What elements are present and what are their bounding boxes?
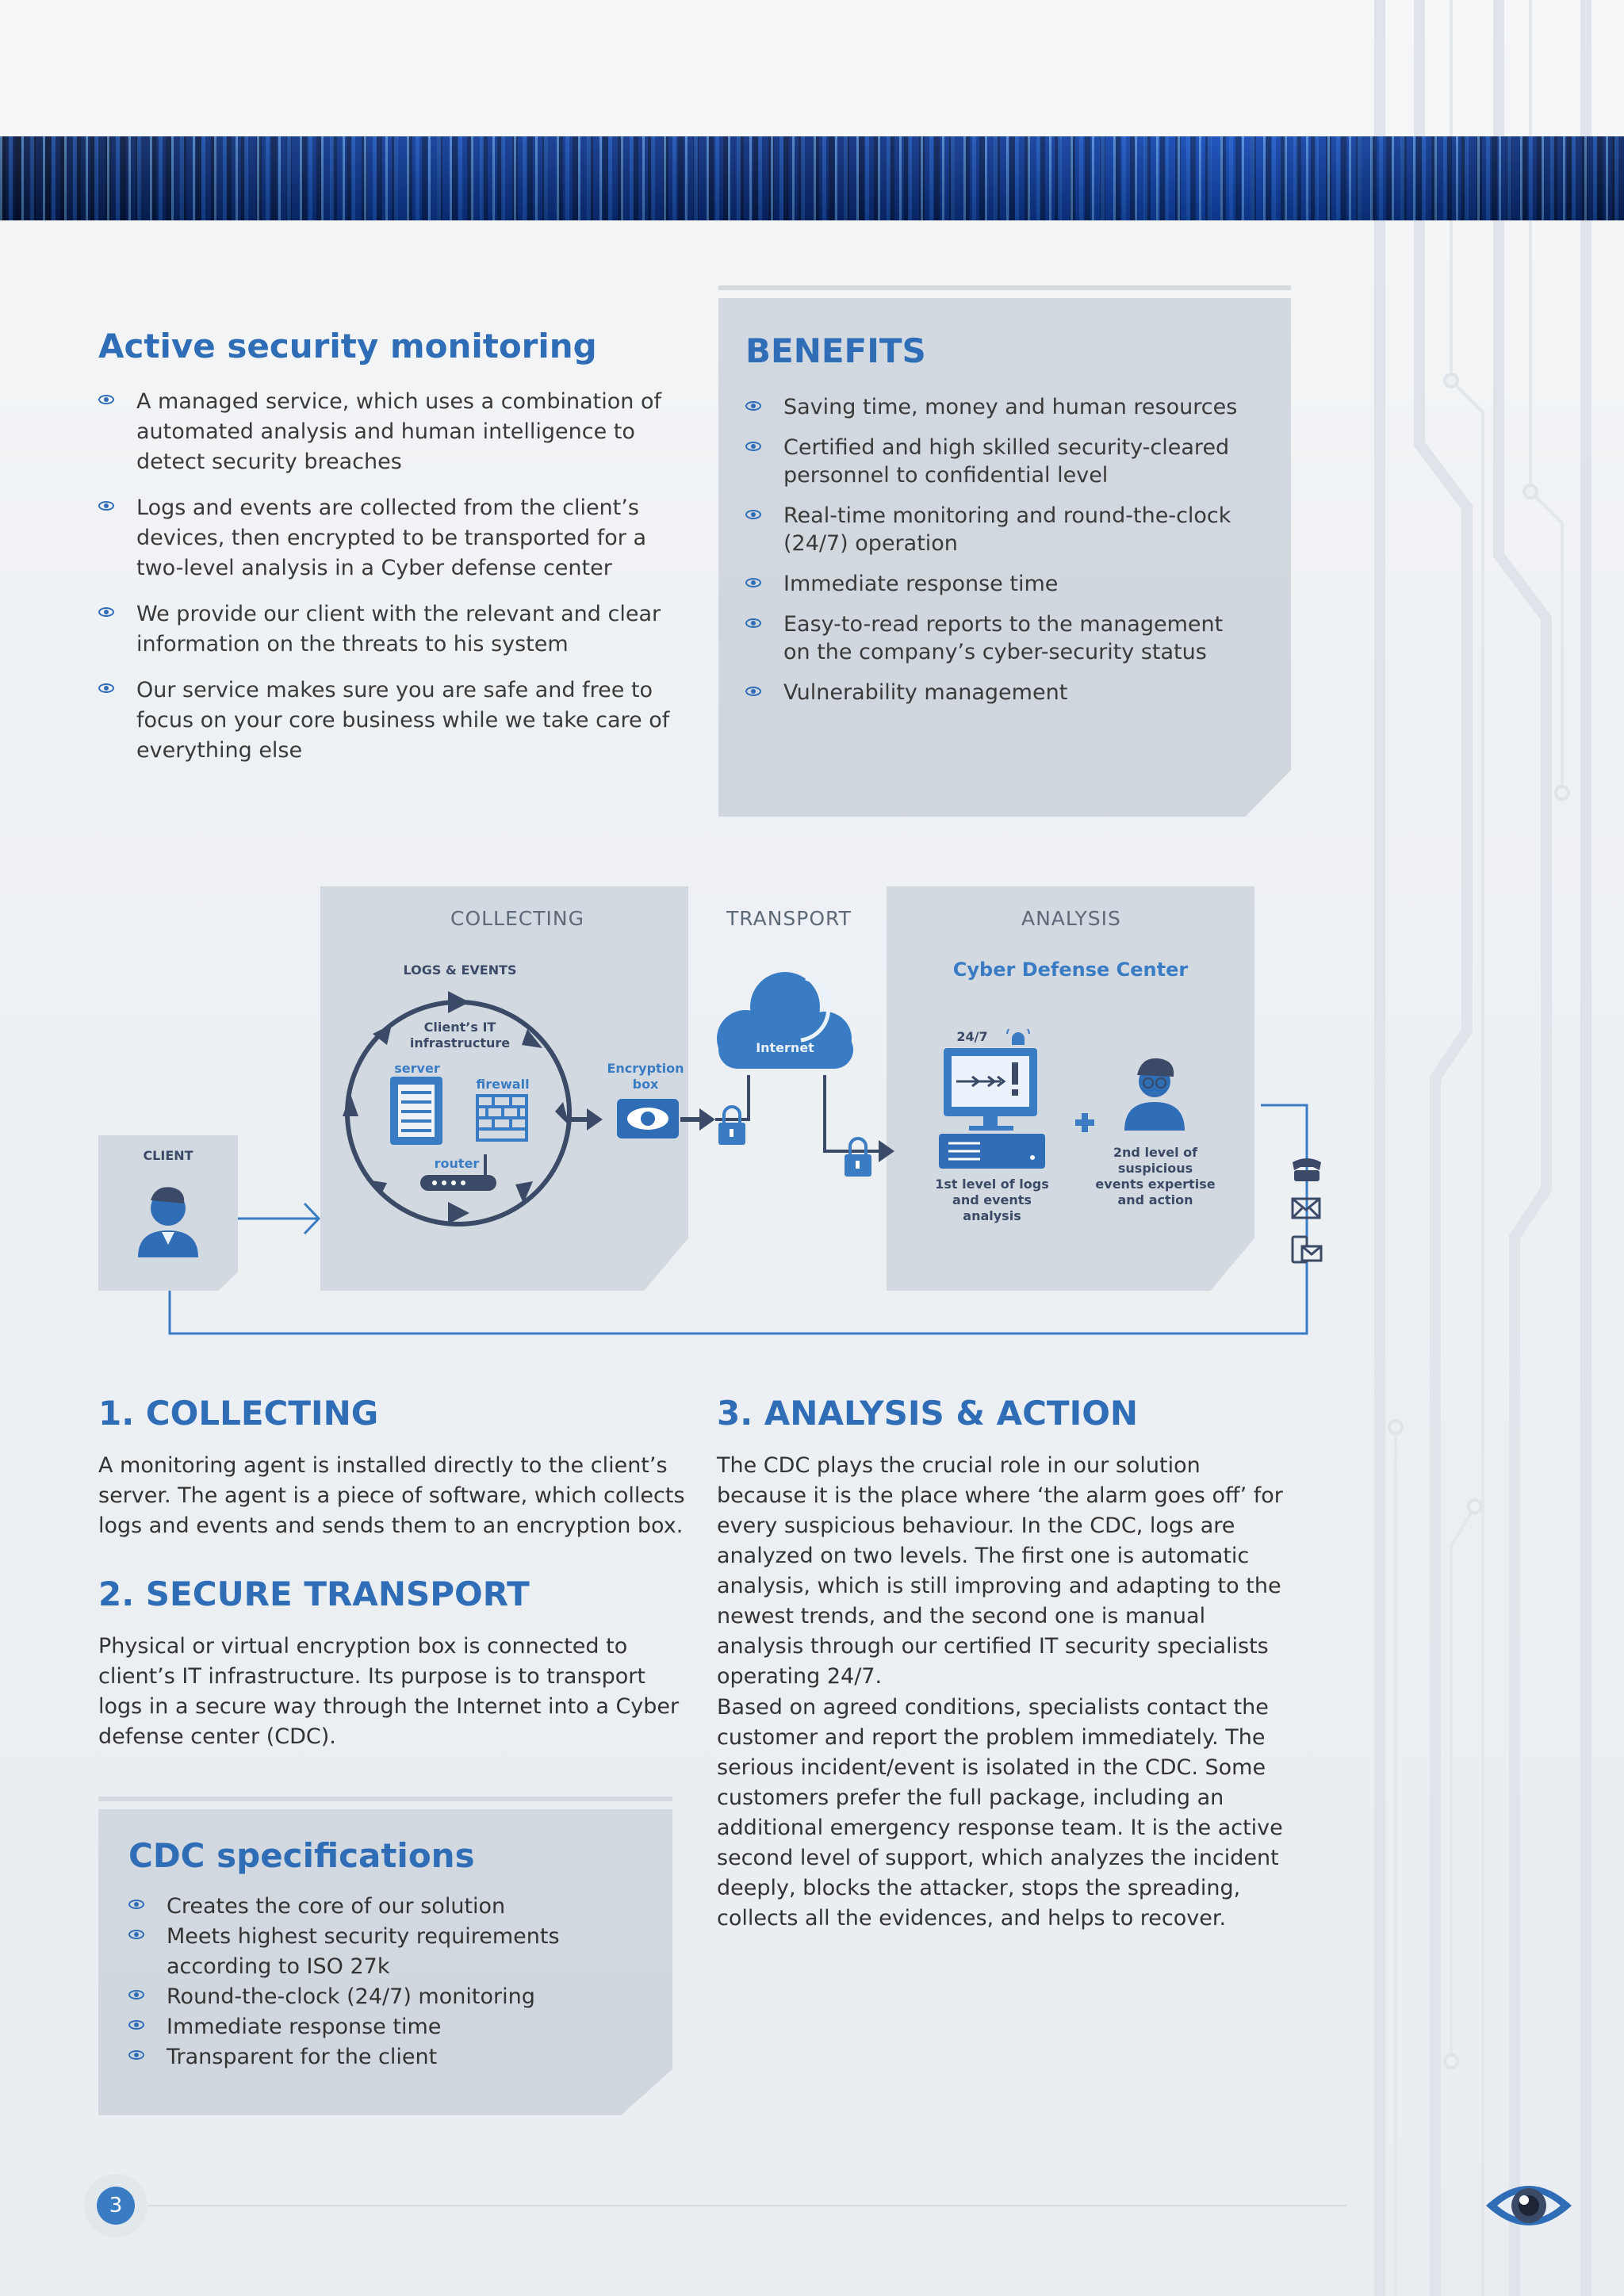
list-item: Meets highest security requirements acco… bbox=[128, 1922, 636, 1982]
list-item: We provide our client with the relevant … bbox=[98, 599, 677, 660]
eye-bullet-icon bbox=[745, 618, 761, 628]
list-item: Transparent for the client bbox=[128, 2042, 636, 2072]
cdc-specs-rule bbox=[98, 1797, 672, 1801]
logs-events-label: LOGS & EVENTS bbox=[403, 962, 517, 978]
client-label: CLIENT bbox=[143, 1148, 193, 1163]
first-level-label: 1st level of logs and events analysis bbox=[935, 1177, 1049, 1223]
second-level-label: 2nd level of suspicious events expertise… bbox=[1095, 1145, 1216, 1207]
collecting-label: COLLECTING bbox=[450, 907, 584, 930]
list-item: Real-time monitoring and round-the-clock… bbox=[745, 502, 1253, 557]
eye-bullet-icon bbox=[128, 2050, 144, 2060]
list-item: Immediate response time bbox=[128, 2012, 636, 2042]
list-item: Immediate response time bbox=[745, 570, 1253, 598]
eye-bullet-icon bbox=[128, 1990, 144, 1999]
analysis-panel bbox=[887, 886, 1254, 1291]
internet-label: Internet bbox=[756, 1040, 814, 1055]
eye-bullet-icon bbox=[98, 395, 114, 404]
server-label: server bbox=[394, 1061, 440, 1076]
monitoring-list: A managed service, which uses a combinat… bbox=[98, 387, 677, 782]
analysis-section-paragraph: Based on agreed conditions, specialists … bbox=[717, 1695, 1283, 1931]
list-item: Saving time, money and human resources bbox=[745, 393, 1253, 421]
footer-rule bbox=[141, 2205, 1346, 2206]
eye-logo-icon bbox=[1486, 2186, 1572, 2225]
eye-bullet-icon bbox=[98, 607, 114, 617]
list-item: Certified and high skilled security-clea… bbox=[745, 434, 1253, 489]
eye-bullet-icon bbox=[745, 578, 761, 587]
benefits-panel bbox=[718, 298, 1291, 817]
eye-bullet-icon bbox=[128, 1900, 144, 1909]
benefits-list: Saving time, money and human resources C… bbox=[745, 393, 1253, 719]
eye-bullet-icon bbox=[128, 1930, 144, 1939]
cdc-specs-list: Creates the core of our solution Meets h… bbox=[128, 1892, 636, 2072]
clients-it-label: Client’s IT infrastructure bbox=[409, 1020, 511, 1050]
list-item: Our service makes sure you are safe and … bbox=[98, 675, 677, 766]
transport-section-title: 2. SECURE TRANSPORT bbox=[98, 1575, 530, 1613]
list-item: Vulnerability management bbox=[745, 679, 1253, 706]
transport-label: TRANSPORT bbox=[726, 907, 852, 930]
always-on-label: 24/7 bbox=[956, 1029, 988, 1044]
analysis-label: ANALYSIS bbox=[1021, 907, 1121, 930]
monitoring-title: Active security monitoring bbox=[98, 327, 597, 365]
eye-bullet-icon bbox=[98, 501, 114, 511]
analysis-section-title: 3. ANALYSIS & ACTION bbox=[717, 1394, 1139, 1433]
list-item: Creates the core of our solution bbox=[128, 1892, 636, 1922]
collecting-section-text: A monitoring agent is installed directly… bbox=[98, 1453, 685, 1538]
eye-bullet-icon bbox=[98, 683, 114, 693]
list-item: Easy-to-read reports to the management o… bbox=[745, 610, 1253, 666]
list-item: Round-the-clock (24/7) monitoring bbox=[128, 1982, 636, 2012]
page-number: 3 bbox=[97, 2187, 135, 2225]
cdc-specs-panel bbox=[98, 1809, 672, 2115]
eye-bullet-icon bbox=[745, 687, 761, 696]
benefits-title: BENEFITS bbox=[745, 331, 926, 370]
cdc-label: Cyber Defense Center bbox=[952, 959, 1189, 981]
eye-bullet-icon bbox=[745, 510, 761, 519]
analysis-section-paragraph: The CDC plays the crucial role in our so… bbox=[717, 1453, 1283, 1689]
router-label: router bbox=[434, 1156, 480, 1171]
collecting-section-title: 1. COLLECTING bbox=[98, 1394, 379, 1433]
firewall-label: firewall bbox=[476, 1077, 530, 1092]
eye-bullet-icon bbox=[128, 2020, 144, 2030]
list-item: A managed service, which uses a combinat… bbox=[98, 387, 677, 477]
header-banner bbox=[0, 136, 1624, 220]
circuit-decoration bbox=[1374, 0, 1591, 2296]
benefits-rule bbox=[718, 285, 1291, 290]
cdc-specs-title: CDC specifications bbox=[128, 1836, 475, 1875]
transport-section-text: Physical or virtual encryption box is co… bbox=[98, 1634, 680, 1749]
encryption-box-label: Encryption box bbox=[607, 1061, 684, 1092]
eye-bullet-icon bbox=[745, 401, 761, 411]
eye-bullet-icon bbox=[745, 442, 761, 451]
list-item: Logs and events are collected from the c… bbox=[98, 493, 677, 584]
